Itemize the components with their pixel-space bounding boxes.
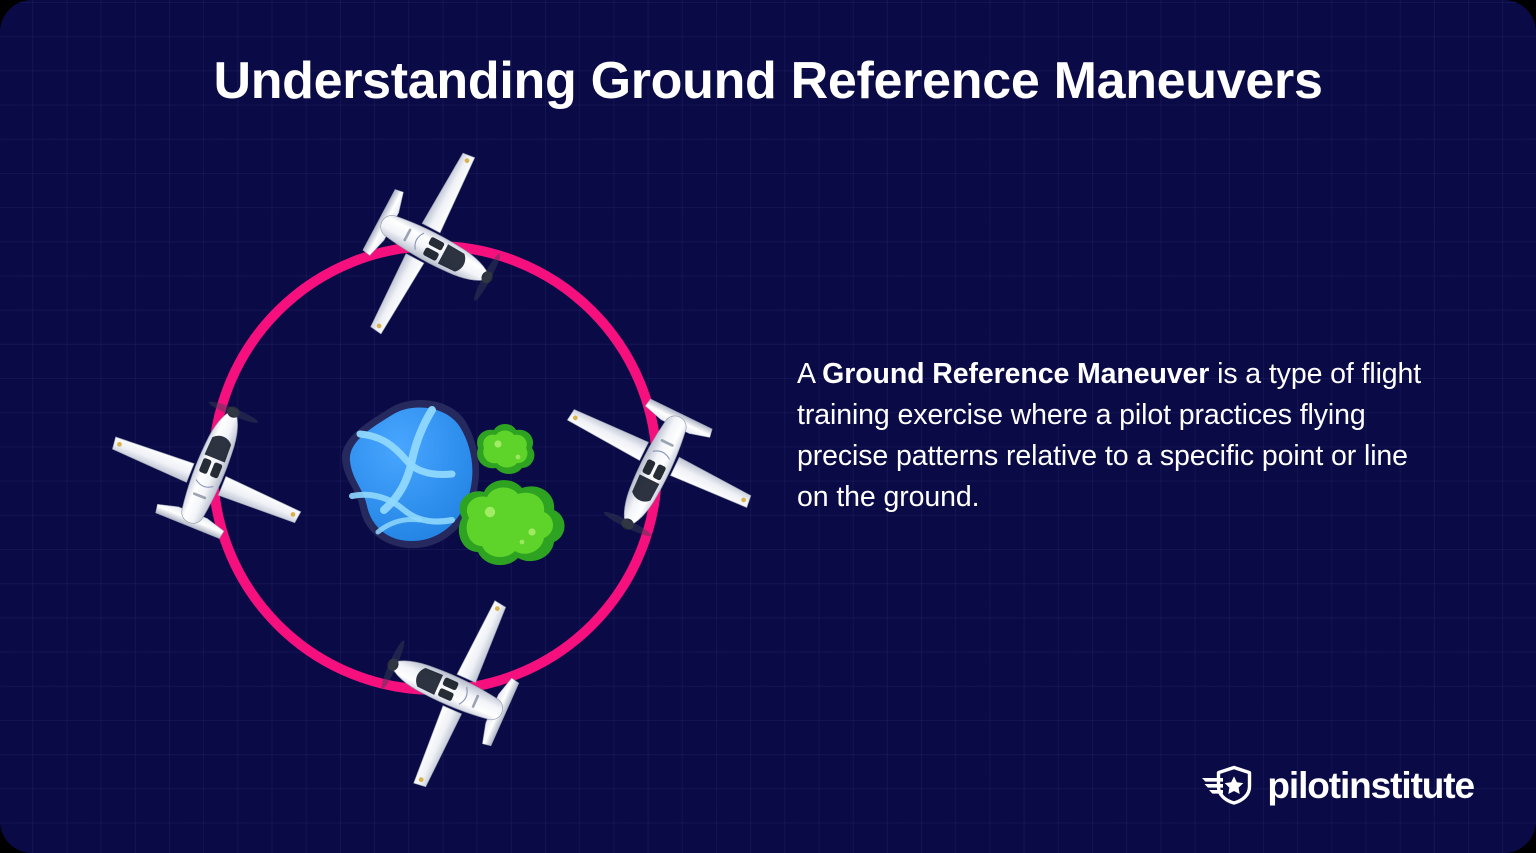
bush-large xyxy=(458,480,565,566)
aircraft-left xyxy=(94,369,329,564)
description-lead: A xyxy=(797,358,823,390)
pilot-institute-logo[interactable]: pilotinstitute xyxy=(1201,764,1475,806)
logo-wordmark: pilotinstitute xyxy=(1267,764,1475,806)
aircraft-bottom xyxy=(346,570,547,807)
aircraft-top xyxy=(331,131,540,369)
page-title: Understanding Ground Reference Maneuvers xyxy=(213,52,1323,110)
description-paragraph: A Ground Reference Maneuver is a type of… xyxy=(797,354,1447,518)
pond-ground-reference xyxy=(341,399,480,549)
description-emphasis: Ground Reference Maneuver xyxy=(822,358,1210,390)
bush-small xyxy=(477,424,535,474)
aircraft-right xyxy=(534,369,772,574)
winged-shield-star-icon xyxy=(1202,765,1252,805)
ground-reference-diagram xyxy=(60,130,772,807)
description-rest: is a type of flight training exercise wh… xyxy=(797,358,1422,513)
